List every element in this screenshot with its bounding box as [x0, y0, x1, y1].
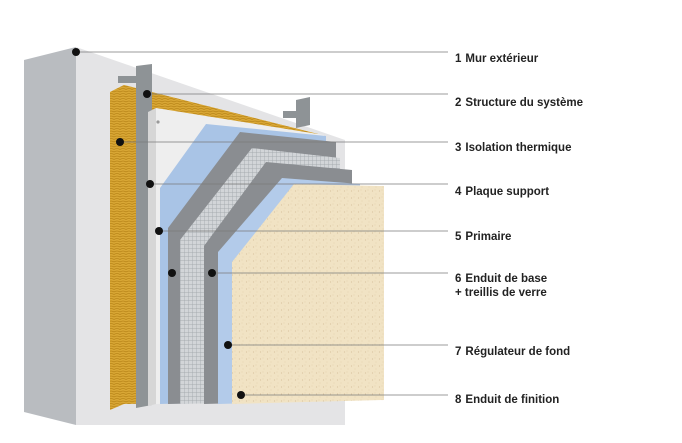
- layer-number: 1: [455, 53, 462, 65]
- frame-rail-top: [118, 76, 136, 83]
- callout-dot-6b: [208, 269, 216, 277]
- callout-dot-6a: [168, 269, 176, 277]
- insulation-layer: [110, 85, 124, 410]
- finish-render-layer: [232, 184, 384, 404]
- exterior-wall-side: [24, 47, 76, 425]
- layer-number: 4: [455, 186, 462, 198]
- layer-number: 3: [455, 142, 462, 154]
- frame-post-bracket: [296, 97, 310, 128]
- callout-dot-7: [224, 341, 232, 349]
- callout-dot-4: [146, 180, 154, 188]
- layer-name-continued: + treillis de verre: [455, 287, 547, 299]
- callout-dot-2: [143, 90, 151, 98]
- layer-name: Mur extérieur: [465, 53, 539, 65]
- callout-dot-1: [72, 48, 80, 56]
- layer-number: 7: [455, 346, 462, 358]
- layer-number: 6: [455, 273, 462, 285]
- callout-dots: [72, 48, 245, 399]
- leader-lines: [76, 51, 448, 396]
- layer-name: Enduit de finition: [465, 394, 560, 406]
- layer-name: Régulateur de fond: [465, 346, 571, 358]
- callout-dot-3: [116, 138, 124, 146]
- callout-dot-5: [155, 227, 163, 235]
- layer-name: Plaque support: [465, 186, 550, 198]
- layer-number: 8: [455, 394, 462, 406]
- board-screw: [156, 120, 160, 124]
- layer-number: 5: [455, 231, 462, 243]
- callout-dot-8: [237, 391, 245, 399]
- layer-name: Structure du système: [465, 97, 584, 109]
- support-board-edge: [148, 108, 156, 406]
- layer-number: 2: [455, 97, 462, 109]
- layer-name: Isolation thermique: [465, 142, 572, 154]
- layer-name: Primaire: [465, 231, 512, 243]
- layer-name: Enduit de base: [465, 273, 548, 285]
- frame-rail-right: [283, 111, 303, 118]
